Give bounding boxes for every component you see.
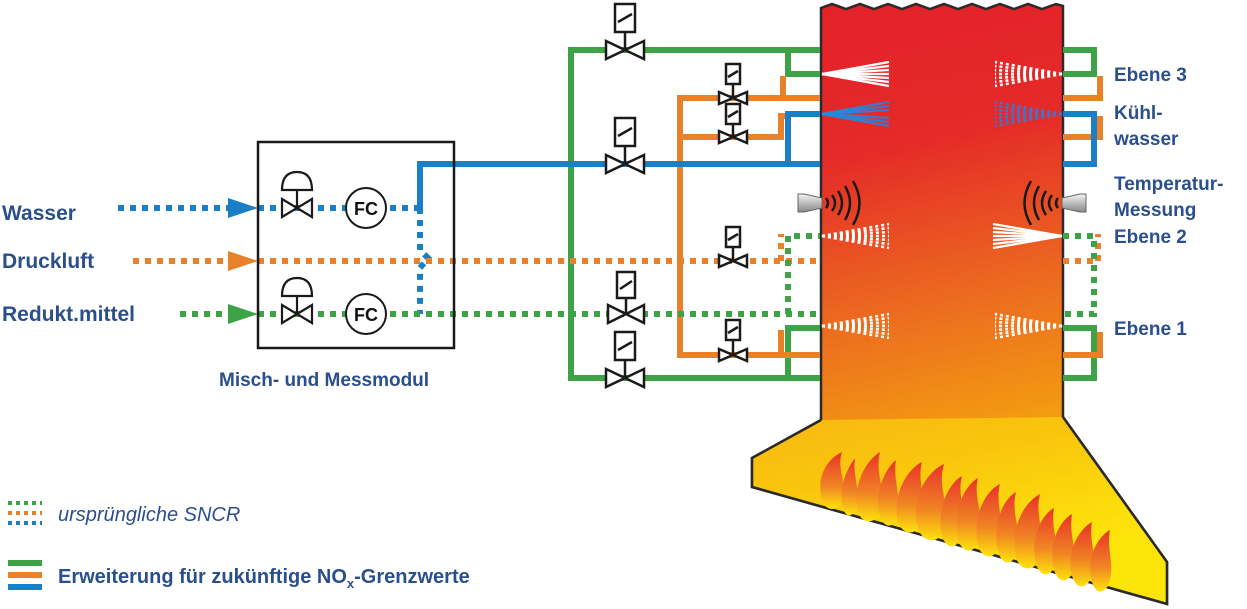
level-label-coolwater-2: wasser [1113, 129, 1179, 150]
solenoid-valve-reductant-dotted-icon[interactable] [606, 270, 646, 326]
level-label-ebene-3: Ebene 3 [1114, 65, 1187, 86]
legend-label-extension: Erweiterung für zukünftige NOx-Grenzwert… [58, 566, 470, 591]
pipes-reductant-solid [568, 47, 1097, 381]
solenoid-valve-water-icon[interactable] [604, 116, 646, 175]
arrow-water-icon [228, 198, 258, 218]
level-label-ebene-2: Ebene 2 [1114, 227, 1187, 248]
pipes-water-solid [417, 111, 1097, 208]
legend-solid-swatch [8, 560, 42, 590]
spray-level3-right [994, 60, 1063, 88]
legend: ursprüngliche SNCR Erweiterung für zukün… [8, 501, 470, 591]
input-label-reductant: Redukt.mittel [2, 303, 135, 326]
temperature-sensor-left [797, 180, 861, 226]
sound-waves-right-icon [1023, 180, 1060, 226]
fc-label: FC [354, 305, 378, 325]
mixing-measuring-module[interactable] [256, 140, 456, 350]
level-label-ebene-1: Ebene 1 [1114, 319, 1187, 340]
level-label-temp-2: Messung [1114, 200, 1196, 221]
solenoid-valve-green-bottom-icon[interactable] [604, 330, 646, 389]
pipes-reductant-dotted [180, 233, 1097, 317]
control-valve-water-icon[interactable] [280, 170, 314, 219]
solenoid-valve-green-top-icon[interactable] [604, 2, 646, 61]
furnace [750, 2, 1169, 606]
arrow-air-icon [228, 251, 258, 271]
pipes-air-solid [677, 76, 1103, 358]
arrow-reductant-icon [228, 304, 258, 324]
solenoid-valve-air-2-icon[interactable] [717, 102, 749, 145]
level-label-coolwater-1: Kühl- [1114, 103, 1163, 124]
module-label: Misch- und Messmodul [219, 370, 429, 391]
solenoid-valve-air-1-icon[interactable] [717, 62, 749, 106]
legend-dotted-swatch [8, 501, 42, 525]
spray-coolwater-right [994, 100, 1063, 128]
solenoid-valve-air-dotted-icon[interactable] [717, 225, 749, 269]
spray-level1-left [821, 312, 890, 340]
spray-coolwater-left [821, 100, 890, 128]
burner-flames [820, 452, 1112, 592]
legend-label-original: ursprüngliche SNCR [58, 504, 240, 526]
spray-level2-right [992, 222, 1063, 250]
spray-level1-right [994, 312, 1063, 340]
spray-level3-left [821, 60, 890, 88]
sound-waves-left-icon [824, 180, 861, 226]
control-valve-reductant-icon[interactable] [280, 276, 314, 325]
flow-controller-reductant[interactable]: FC [345, 293, 387, 335]
temperature-sensor-right [1023, 180, 1087, 226]
solenoid-valve-air-bottom-icon[interactable] [717, 318, 749, 363]
input-label-water: Wasser [2, 202, 76, 225]
level-label-temp-1: Temperatur- [1114, 174, 1223, 195]
fc-label: FC [354, 199, 378, 219]
spray-level2-left [821, 222, 890, 250]
flow-controller-water[interactable]: FC [345, 187, 387, 229]
input-label-air: Druckluft [2, 250, 94, 273]
